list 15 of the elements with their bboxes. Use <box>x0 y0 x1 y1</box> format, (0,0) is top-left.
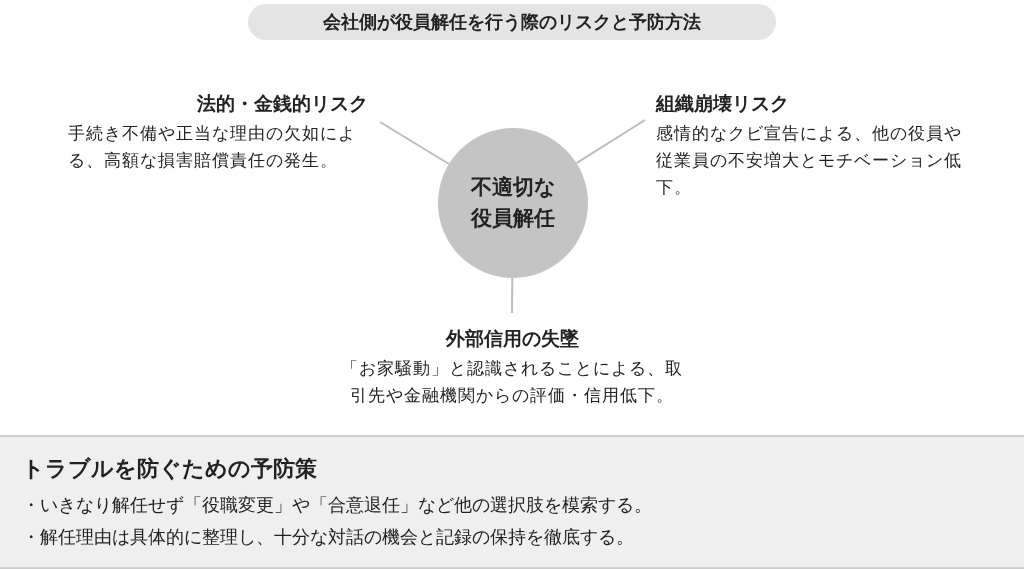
connector-line <box>575 119 646 165</box>
risk-heading: 組織崩壊リスク <box>656 91 790 116</box>
center-label: 不適切な役員解任 <box>469 174 557 232</box>
connector-line <box>379 121 450 165</box>
risk-heading: 法的・金銭的リスク <box>196 91 368 116</box>
connector-line <box>511 277 514 314</box>
risk-heading: 外部信用の失墜 <box>444 326 580 351</box>
bullet-text: ・いきなり解任せず「役職変更」や「合意退任」など他の選択肢を模索する。 <box>22 493 653 517</box>
panel-heading: トラブルを防ぐための予防策 <box>22 455 318 483</box>
title-banner: 会社側が役員解任を行う際のリスクと予防方法 <box>248 4 776 40</box>
risk-description: 感情的なクビ宣告による、他の役員や従業員の不安増大とモチベーション低下。 <box>656 122 963 199</box>
prevention-panel <box>0 435 1024 569</box>
risk-description: 手続き不備や正当な理由の欠如による、高額な損害賠償責任の発生。 <box>68 122 357 172</box>
bullet-text: ・解任理由は具体的に整理し、十分な対話の機会と記録の保持を徹底する。 <box>22 525 635 549</box>
risk-description: 「お家騒動」と認識されることによる、取引先や金融機関からの評価・信用低下。 <box>340 357 684 407</box>
